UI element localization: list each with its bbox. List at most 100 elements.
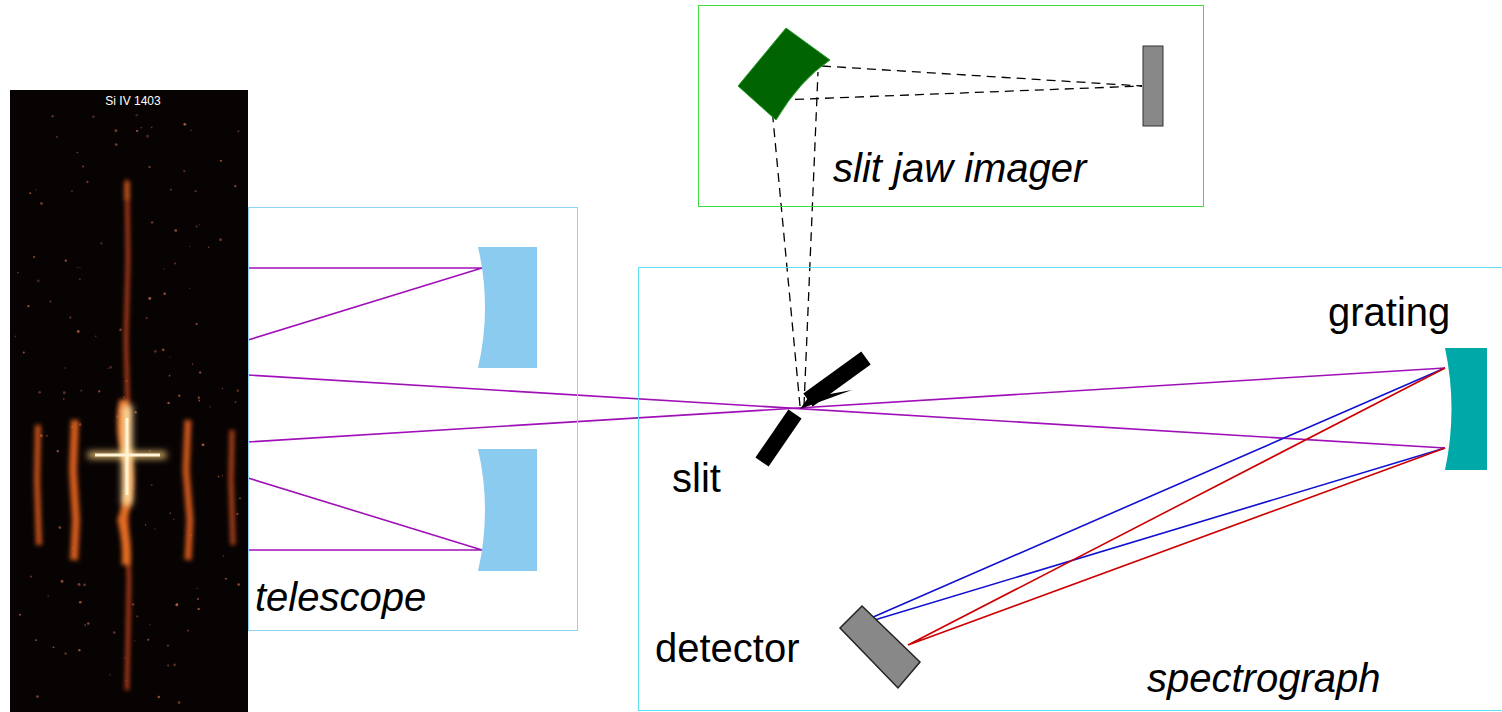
noise-dot (158, 696, 161, 699)
noise-dot (176, 603, 179, 606)
noise-dot (35, 639, 37, 641)
telescope-box: telescope (248, 207, 578, 631)
noise-dot (51, 115, 54, 118)
noise-dot (78, 583, 81, 586)
noise-dot (77, 267, 78, 268)
noise-dot (167, 665, 169, 667)
noise-dot (63, 398, 65, 400)
noise-dot (208, 246, 210, 248)
noise-dot (167, 402, 169, 404)
slit-shape (762, 358, 866, 462)
noise-dot (33, 256, 35, 258)
noise-dot (107, 368, 108, 369)
noise-dot (225, 578, 227, 580)
noise-dot (77, 152, 78, 153)
noise-dot (79, 601, 82, 604)
noise-dot (53, 646, 55, 648)
noise-dot (149, 450, 151, 452)
noise-dot (198, 400, 200, 402)
noise-dot (100, 242, 103, 245)
spectrum-panel: Si IV 1403 (10, 90, 256, 712)
noise-dot (61, 580, 64, 583)
sji-beam (772, 66, 1142, 406)
noise-dot (113, 631, 116, 634)
noise-dot (173, 519, 175, 521)
noise-dot (237, 130, 239, 132)
noise-dot (183, 170, 185, 172)
noise-dot (170, 512, 172, 514)
noise-dot (84, 624, 86, 626)
kernel-core (95, 418, 160, 495)
noise-dot (114, 129, 117, 132)
noise-dot (235, 401, 237, 403)
noise-dot (163, 268, 164, 269)
noise-dot (95, 336, 97, 338)
noise-dot (162, 348, 165, 351)
noise-dot (198, 397, 200, 399)
noise-dot (149, 624, 151, 626)
noise-dot (30, 575, 32, 577)
noise-dot (56, 136, 58, 138)
noise-dot (98, 390, 100, 392)
section-title: telescope (255, 573, 426, 621)
noise-dot (222, 388, 223, 389)
bright-kernel (88, 405, 166, 505)
noise-dot (92, 116, 94, 118)
noise-dot (147, 639, 149, 641)
noise-dot (234, 185, 236, 187)
primary-mirror (478, 449, 537, 571)
light-beams (248, 268, 1445, 550)
noise-dot (148, 297, 151, 300)
noise-dot (29, 192, 31, 194)
noise-dot (78, 649, 80, 651)
noise-dot (189, 288, 190, 289)
sji-box: slit jaw imager (698, 5, 1204, 207)
section-title: spectrograph (1147, 654, 1380, 702)
noise-dot (119, 329, 121, 331)
noise-dot (136, 615, 138, 617)
noise-dot (79, 423, 82, 426)
noise-dot (220, 160, 222, 162)
noise-dot (154, 528, 155, 529)
part-label: detector (655, 624, 800, 672)
noise-dot (151, 221, 153, 223)
spectrograph-detector (840, 606, 920, 688)
noise-dot (87, 622, 90, 625)
noise-dot (71, 190, 73, 192)
noise-dot (58, 526, 61, 529)
noise-dot (151, 484, 153, 486)
noise-dot (38, 391, 41, 394)
noise-dot (140, 127, 142, 129)
noise-dot (187, 630, 189, 632)
noise-dot (170, 357, 171, 358)
noise-dot (57, 450, 59, 452)
noise-dot (36, 189, 37, 190)
noise-dot (64, 652, 67, 655)
noise-dot (239, 497, 241, 499)
grating-shape (1445, 348, 1487, 470)
noise-dot (19, 614, 21, 616)
part-label: grating (1328, 288, 1450, 336)
noise-dot (146, 317, 148, 319)
noise-dot (64, 367, 66, 369)
noise-dot (209, 406, 211, 408)
noise-dot (192, 364, 193, 365)
noise-dot (49, 301, 51, 303)
noise-dot (40, 202, 43, 205)
noise-dot (236, 513, 238, 515)
noise-dot (167, 645, 169, 647)
noise-dot (83, 583, 86, 586)
spectrum-image (10, 90, 248, 712)
noise-dot (111, 366, 112, 367)
noise-dot (197, 598, 199, 600)
noise-dot (36, 695, 39, 698)
noise-dot (194, 190, 196, 192)
section-title: slit jaw imager (833, 144, 1086, 192)
noise-dot (134, 640, 136, 642)
noise-dot (196, 588, 198, 590)
noise-dot (80, 390, 81, 391)
noise-dot (218, 476, 220, 478)
noise-dot (183, 123, 186, 126)
